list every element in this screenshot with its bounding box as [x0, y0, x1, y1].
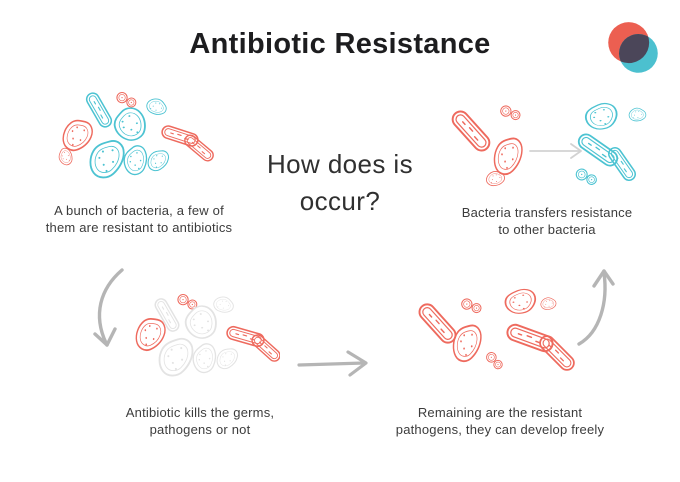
step-caption-transfer: Bacteria transfers resistance to other b… — [437, 205, 657, 239]
bacterium-shape — [55, 145, 77, 168]
bacterium-shape — [483, 166, 508, 191]
bacteria-cluster-recipient-teal — [574, 101, 648, 188]
bacteria-cluster-killed — [131, 291, 280, 379]
caption-line: to other bacteria — [498, 221, 596, 237]
arrow-right-icon — [529, 143, 582, 159]
bacterium-shape — [211, 294, 236, 316]
bacterium-shape — [106, 103, 155, 146]
caption-line: Remaining are the resistant — [417, 405, 583, 420]
bacterium-shape — [57, 111, 97, 159]
bacterium-shape — [249, 331, 280, 365]
bacterium-shape — [224, 324, 267, 349]
caption-line: Antibiotic kills the germs, — [125, 405, 275, 420]
bacterium-shape — [574, 166, 598, 188]
bacterium-shape — [581, 101, 623, 132]
bacteria-cluster-mixed — [55, 89, 217, 181]
page-title: Antibiotic Resistance — [189, 28, 491, 60]
bacterium-shape — [536, 332, 578, 374]
bacteria-cluster-resistant — [415, 288, 578, 374]
bacterium-shape — [189, 341, 221, 376]
bacterium-shape — [156, 335, 195, 379]
step-caption-killed: Antibiotic kills the germs, pathogens or… — [90, 405, 310, 439]
bacterium-shape — [145, 146, 171, 175]
curved-arrow-up-right-icon — [577, 269, 615, 346]
step-caption-mixed: A bunch of bacteria, a few of them are r… — [19, 203, 259, 237]
caption-line: A bunch of bacteria, a few of — [54, 203, 224, 218]
question-heading: How does is occur? — [238, 146, 442, 220]
bacterium-shape — [626, 104, 648, 125]
bacterium-shape — [115, 89, 138, 110]
bacterium-shape — [538, 294, 559, 314]
bacterium-shape — [131, 309, 170, 359]
bacterium-shape — [177, 302, 226, 343]
bacterium-shape — [450, 320, 484, 366]
question-line: How does is — [266, 149, 414, 179]
overlapping-circles-logo — [608, 22, 658, 73]
step-caption-resistant: Remaining are the resistant pathogens, t… — [365, 405, 635, 439]
caption-line: pathogens or not — [149, 421, 251, 437]
bacterium-shape — [460, 295, 483, 317]
caption-line: Bacteria transfers resistance — [461, 205, 633, 220]
bacterium-shape — [214, 344, 240, 373]
question-line: occur? — [299, 185, 381, 216]
bacterium-shape — [87, 137, 127, 181]
bacterium-shape — [484, 351, 505, 370]
arrow-right-icon — [297, 350, 368, 377]
bacterium-shape — [448, 107, 494, 155]
caption-line: pathogens, they can develop freely — [395, 421, 605, 437]
bacterium-shape — [415, 300, 460, 347]
bacterium-shape — [181, 132, 217, 164]
caption-line: them are resistant to antibiotics — [45, 219, 233, 235]
curved-arrow-down-left-icon — [93, 268, 124, 347]
bacterium-shape — [499, 102, 522, 124]
bacterium-shape — [120, 143, 152, 178]
bacterium-shape — [501, 288, 540, 316]
bacterium-shape — [145, 96, 168, 117]
